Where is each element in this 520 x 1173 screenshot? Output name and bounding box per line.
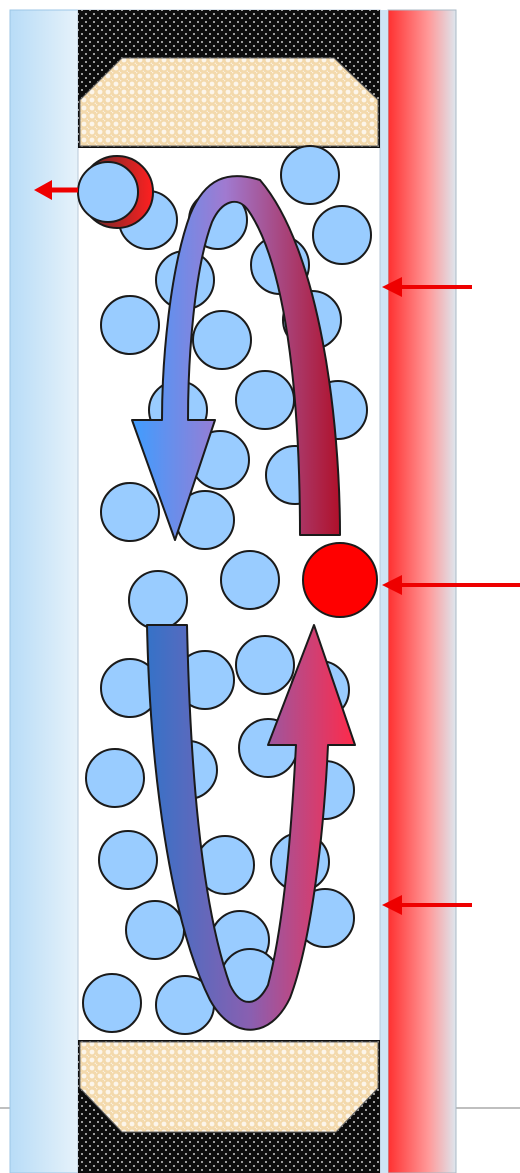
heat-out-arrow-icon xyxy=(34,180,78,200)
particle xyxy=(280,145,340,205)
escaping-particle xyxy=(77,155,154,229)
hot-wall-inner-edge xyxy=(380,10,388,1173)
heat-in-arrow-middle-icon xyxy=(382,575,520,595)
particle xyxy=(98,830,158,890)
lower-convection-loop xyxy=(146,624,356,1031)
particle xyxy=(128,570,188,630)
particle xyxy=(235,635,295,695)
particle xyxy=(82,973,142,1033)
particle xyxy=(100,482,160,542)
heat-in-arrow-top-icon xyxy=(382,277,472,297)
particle xyxy=(125,900,185,960)
particle xyxy=(312,205,372,265)
particle xyxy=(235,370,295,430)
top-plug xyxy=(78,10,380,148)
particle xyxy=(192,310,252,370)
hot-particle xyxy=(302,542,378,618)
particle xyxy=(85,748,145,808)
heat-in-arrow-bottom-icon xyxy=(382,895,472,915)
particle xyxy=(220,550,280,610)
particle xyxy=(100,295,160,355)
upper-convection-loop xyxy=(131,175,341,541)
bottom-plug xyxy=(78,1040,380,1173)
